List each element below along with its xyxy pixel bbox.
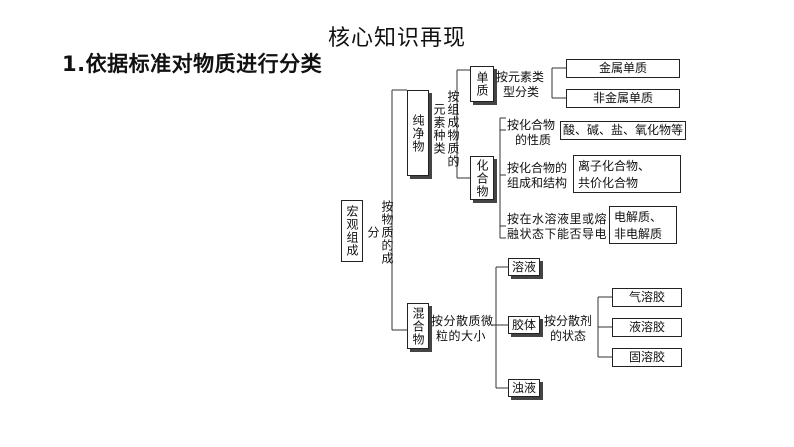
mixture-criterion-line2: 粒的大小 xyxy=(436,329,487,343)
compound-by-property-line1: 按化合物 xyxy=(507,118,556,132)
mixture-criterion-line1: 按分散质微 xyxy=(431,314,494,328)
compound-by-structure-line1: 按化合物的 xyxy=(507,161,568,175)
elemental-substance-node: 单质 xyxy=(470,66,494,102)
nonelectrolyte-label: 非电解质 xyxy=(614,227,663,241)
colloid-criterion-line2: 的状态 xyxy=(550,329,587,343)
pure-criterion: 按组成物质的元素种类 xyxy=(432,90,460,168)
pure-substance-node: 纯净物 xyxy=(407,90,429,176)
nonmetal-element-box: 非金属单质 xyxy=(566,89,680,108)
covalent-compound-label: 共价化合物 xyxy=(578,176,639,190)
compound-node: 化合物 xyxy=(470,156,494,200)
compound-by-structure-line2: 组成和结构 xyxy=(507,176,568,190)
nonmetal-element-label: 非金属单质 xyxy=(592,91,653,105)
colloid-criterion-line1: 按分散剂 xyxy=(544,314,593,328)
suspension-label: 浊液 xyxy=(511,380,536,395)
mixture-node: 混合物 xyxy=(407,303,429,349)
structure-types-box: 离子化合物、 共价化合物 xyxy=(573,155,681,193)
root-node: 宏观组成 xyxy=(341,200,363,262)
solid-sol-label: 固溶胶 xyxy=(628,350,665,364)
property-types-label: 酸、碱、盐、氧化物等 xyxy=(562,123,683,137)
compound-label: 化合物 xyxy=(475,158,489,198)
page-title: 核心知识再现 xyxy=(327,26,466,51)
aerosol-label: 气溶胶 xyxy=(628,290,665,304)
ionic-compound-label: 离子化合物、 xyxy=(578,159,651,173)
compound-by-property-line2: 的性质 xyxy=(515,133,552,147)
aerosol-box: 气溶胶 xyxy=(612,288,682,307)
compound-by-conductivity-line2: 融状态下能否导电 xyxy=(507,227,608,241)
solid-sol-box: 固溶胶 xyxy=(612,348,682,367)
compound-by-conductivity-line1: 按在水溶液里或熔 xyxy=(507,212,608,226)
root-criterion: 按物质的成分 xyxy=(366,199,394,265)
suspension-box: 浊液 xyxy=(508,379,540,397)
colloid-box: 胶体 xyxy=(508,316,540,334)
metal-element-label: 金属单质 xyxy=(598,61,647,75)
section-heading: 1.依据标准对物质进行分类 xyxy=(62,52,323,76)
elemental-criterion-line2: 型分类 xyxy=(503,85,540,99)
pure-substance-label: 纯净物 xyxy=(411,113,425,153)
colloid-label: 胶体 xyxy=(511,317,536,332)
electrolyte-box: 电解质、 非电解质 xyxy=(609,206,677,244)
property-types-box: 酸、碱、盐、氧化物等 xyxy=(560,121,686,140)
mixture-label: 混合物 xyxy=(411,306,425,346)
liquid-sol-box: 液溶胶 xyxy=(612,318,682,337)
electrolyte-label: 电解质、 xyxy=(614,210,663,224)
elemental-criterion-line1: 按元素类 xyxy=(496,70,545,84)
elemental-label: 单质 xyxy=(475,71,489,97)
solution-label: 溶液 xyxy=(511,259,536,274)
solution-box: 溶液 xyxy=(508,258,540,276)
liquid-sol-label: 液溶胶 xyxy=(628,320,665,334)
metal-element-box: 金属单质 xyxy=(566,59,680,78)
root-label: 宏观组成 xyxy=(345,205,359,257)
